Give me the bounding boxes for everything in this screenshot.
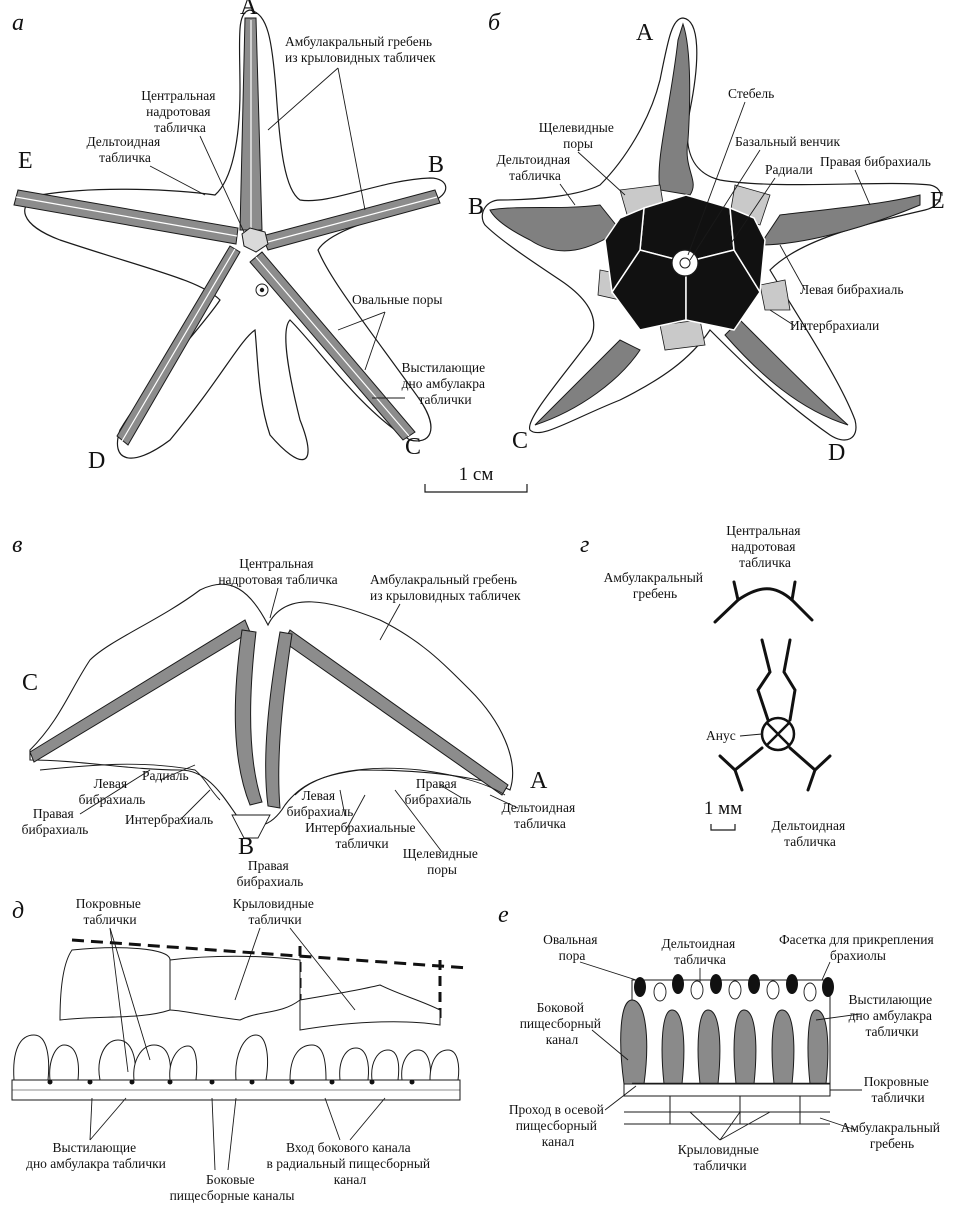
panel-b: б A B C D E	[468, 10, 945, 466]
arm-label-b1: B	[428, 152, 444, 178]
label-e-wing-plates: Крыловидные таблички	[678, 1142, 762, 1173]
covering-plates-d	[14, 1035, 459, 1080]
label-e-ambulacral-ridge: Амбулакральный гребень	[841, 1120, 944, 1151]
panel-g-letter: г	[580, 532, 589, 558]
label-v-right-bibrachial-1: Правая бибрахиаль	[22, 806, 89, 837]
label-g-anus: Анус	[706, 728, 736, 743]
label-v-slit-pores: Щелевидные поры	[403, 846, 481, 877]
label-g-central-plate: Центральная надротовая табличка	[726, 523, 804, 570]
panel-a: а A B C D	[12, 0, 489, 474]
panel-v-letter: в	[12, 532, 22, 558]
label-b-right-bibrachial: Правая бибрахиаль	[820, 154, 931, 169]
label-d-wing-plates: Крыловидные таблички	[233, 896, 317, 927]
arm-label-a3: A	[530, 768, 548, 794]
panel-d-letter: д	[12, 898, 24, 924]
label-e-passage: Проход в осевой пищесборный канал	[509, 1102, 607, 1149]
label-b-slit-pores: Щелевидные поры	[539, 120, 617, 151]
panel-b-letter: б	[488, 10, 501, 36]
label-v-central-plate: Центральная надротовая табличка	[218, 556, 337, 587]
scale-label-mm: 1 мм	[704, 798, 742, 819]
arm-label-b3: B	[238, 834, 254, 860]
label-b-left-bibrachial: Левая бибрахиаль	[800, 282, 904, 297]
label-v-interbrachial: Интербрахиаль	[125, 812, 213, 827]
arm-label-a2: A	[636, 20, 654, 46]
scale-bar-mm	[711, 824, 735, 830]
label-a-deltoid: Дельтоидная табличка	[86, 134, 163, 165]
panel-v: в C B A Центральная надротовая табличка …	[12, 532, 579, 889]
label-a-oval-pores: Овальные поры	[352, 292, 442, 307]
label-b-radials: Радиали	[765, 162, 813, 177]
label-e-deltoid: Дельтоидная табличка	[661, 936, 738, 967]
label-v-left-bibrachial-1: Левая бибрахиаль	[79, 776, 146, 807]
arm-label-d1: D	[88, 448, 105, 474]
arm-c-ambulacrum	[250, 252, 415, 440]
label-e-covering-plates: Покровные таблички	[864, 1074, 933, 1105]
arm-label-c2: C	[512, 428, 528, 454]
wing-plates-d	[60, 948, 440, 1030]
label-v-ambulacral-ridge: Амбулакральный гребень из крыловидных та…	[370, 572, 521, 603]
label-v-right-bibrachial-3: Правая бибрахиаль	[405, 776, 472, 807]
label-g-ambulacral-ridge: Амбулакральный гребень	[604, 570, 707, 601]
label-v-deltoid: Дельтоидная табличка	[501, 800, 578, 831]
arm-label-e2: E	[930, 188, 945, 214]
arm-label-b2: B	[468, 194, 484, 220]
label-g-deltoid: Дельтоидная табличка	[771, 818, 848, 849]
label-b-deltoid: Дельтоидная табличка	[496, 152, 573, 183]
arm-label-a1: A	[240, 0, 258, 20]
arm-a-ambulacrum	[240, 18, 262, 230]
label-e-facet: Фасетка для прикрепления брахиолы	[779, 932, 937, 963]
arm-b-ambulacrum	[262, 190, 440, 250]
label-e-oval-pore: Овальная пора	[543, 932, 601, 963]
panel-e: е	[498, 902, 943, 1173]
label-e-lateral-canal: Боковой пищесборный канал	[520, 1000, 605, 1047]
label-d-lining-plates: Выстилающие дно амбулакра таблички	[26, 1140, 166, 1171]
anus-icon	[762, 718, 794, 750]
label-d-canal-entrance: Вход бокового канала в радиальный пищесб…	[266, 1140, 433, 1187]
label-b-basal-circlet: Базальный венчик	[735, 134, 841, 149]
lining-plates-row-d	[12, 1080, 460, 1100]
label-d-covering-plates: Покровные таблички	[76, 896, 145, 927]
label-e-lining-plates: Выстилающие дно амбулакра таблички	[849, 992, 936, 1039]
scale-bar-cm: 1 см	[425, 464, 527, 492]
panel-g: г Центральная надротовая табличка Амбула…	[580, 523, 849, 849]
label-v-right-bibrachial-2: Правая бибрахиаль	[237, 858, 304, 889]
arm-label-d2: D	[828, 440, 845, 466]
arm-d-ambulacrum	[117, 246, 240, 445]
arm-label-c1: C	[405, 434, 421, 460]
label-a-lining-plates: Выстилающие дно амбулакра таблички	[402, 360, 489, 407]
central-oral-plate	[242, 228, 268, 252]
anal-region-sketch	[715, 582, 830, 790]
leader-g-anus	[740, 734, 762, 736]
arm-label-e1: E	[18, 148, 33, 174]
label-a-ambulacral-ridge: Амбулакральный гребень из крыловидных та…	[285, 34, 436, 65]
panel-d: д	[12, 896, 468, 1203]
label-d-lateral-canals: Боковые пищесборные каналы	[170, 1172, 295, 1203]
label-b-stem: Стебель	[728, 86, 774, 101]
panel-a-letter: а	[12, 10, 24, 36]
arm-label-c3: C	[22, 670, 38, 696]
label-b-interbrachials: Интербрахиали	[790, 318, 879, 333]
scale-label-cm: 1 см	[459, 464, 494, 485]
label-a-central-plate: Центральная надротовая табличка	[141, 88, 219, 135]
arm-e-ambulacrum	[14, 190, 238, 244]
e-ridge-base	[624, 1084, 830, 1124]
panel-e-letter: е	[498, 902, 509, 928]
